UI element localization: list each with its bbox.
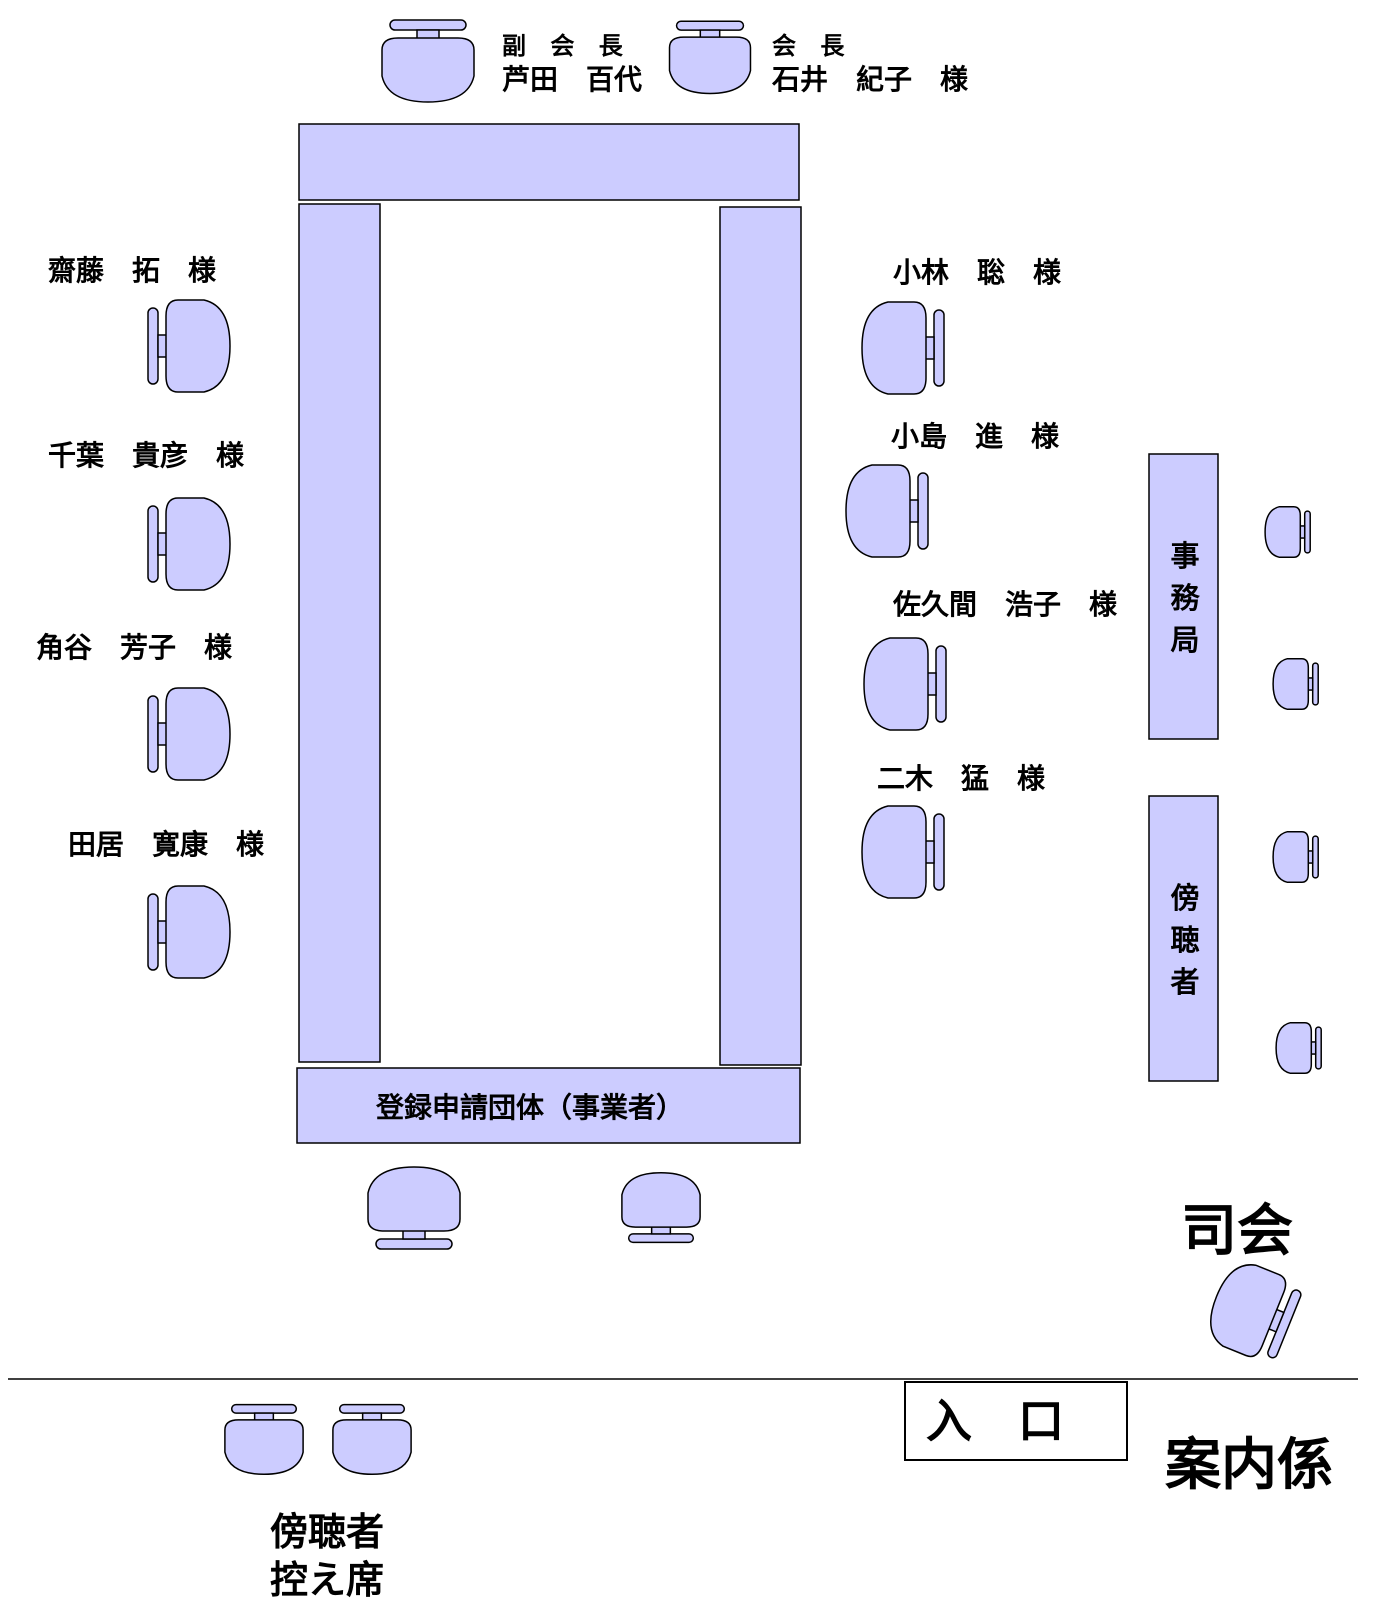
vice-chair-name: 芦田 百代 <box>502 63 643 96</box>
chair-bottom-1 <box>367 1166 461 1250</box>
right-seat-label-2: 小島 進 様 <box>891 420 1060 453</box>
tables <box>296 123 1219 1144</box>
chair-seat <box>621 1171 701 1228</box>
chair-role: 会 長 <box>772 32 853 60</box>
chair-seat <box>165 885 231 979</box>
chair-back <box>338 1403 406 1414</box>
chair-seat <box>1275 1021 1313 1075</box>
chair-chair <box>668 20 752 95</box>
chair-left-1 <box>147 299 231 393</box>
chair-seat <box>224 1419 304 1476</box>
chair-staff-2 <box>1272 657 1319 711</box>
guide-label: 案内係 <box>1165 1433 1333 1498</box>
bottom-table <box>296 1067 801 1144</box>
chair-back <box>375 1238 453 1250</box>
chair-back <box>1314 1026 1322 1070</box>
chair-right-1 <box>861 301 945 395</box>
left-seat-label-4: 田居 寛康 様 <box>68 828 265 861</box>
chair-vice-chair <box>381 19 475 103</box>
chair-seat <box>165 687 231 781</box>
right-seat-label-4: 二木 猛 様 <box>877 762 1046 795</box>
chair-seat <box>332 1419 412 1476</box>
chair-right-4 <box>861 805 945 899</box>
chair-waiting-2 <box>332 1403 412 1476</box>
chair-seat <box>863 637 929 731</box>
chair-back <box>675 20 745 31</box>
chair-back <box>147 505 159 583</box>
chair-back <box>627 1233 695 1244</box>
chair-seat <box>1264 505 1302 559</box>
vice-chair-role: 副 会 長 <box>502 32 631 60</box>
bottom-table-label: 登録申請団体（事業者） <box>376 1091 685 1124</box>
head-table <box>298 123 800 201</box>
chair-back <box>147 307 159 385</box>
secretariat-label: 事 務 局 <box>1170 539 1200 657</box>
right-seat-label-3: 佐久間 浩子 様 <box>893 588 1118 621</box>
left-seat-label-2: 千葉 貴彦 様 <box>48 439 245 472</box>
right-table <box>719 206 802 1066</box>
chair-staff-1 <box>1264 505 1311 559</box>
chair-staff-4 <box>1275 1021 1322 1075</box>
chair-waiting-1 <box>224 1403 304 1476</box>
chair-seat <box>367 1166 461 1232</box>
chair-back <box>1303 510 1311 554</box>
chair-right-3 <box>863 637 947 731</box>
chair-back <box>389 19 467 31</box>
waiting-seats-label: 傍聴者 控え席 <box>269 1510 384 1602</box>
chair-back <box>147 695 159 773</box>
chair-staff-3 <box>1272 830 1319 884</box>
audience-label: 傍 聴 者 <box>1170 881 1200 999</box>
entrance-box <box>904 1381 1128 1461</box>
chair-left-3 <box>147 687 231 781</box>
chair-seat <box>861 805 927 899</box>
chair-back <box>933 309 945 387</box>
entrance-label: 入口 <box>926 1394 1110 1448</box>
chair-back <box>1311 835 1319 879</box>
left-seat-label-3: 角谷 芳子 様 <box>36 631 233 664</box>
chair-back <box>230 1403 298 1414</box>
chair-bottom-2 <box>621 1171 701 1244</box>
chair-name: 石井 紀子 様 <box>772 63 969 96</box>
chair-seat <box>861 301 927 395</box>
moderator-label: 司会 <box>1181 1199 1293 1264</box>
chair-seat <box>1272 830 1310 884</box>
chair-seat <box>845 464 911 558</box>
chair-back <box>1311 662 1319 706</box>
chair-moderator <box>1210 1264 1302 1359</box>
chair-back <box>933 813 945 891</box>
chair-back <box>935 645 947 723</box>
chair-left-4 <box>147 885 231 979</box>
right-seat-label-1: 小林 聡 様 <box>893 256 1062 289</box>
left-seat-label-1: 齋藤 拓 様 <box>48 254 217 287</box>
chairs <box>147 19 1322 1476</box>
chair-right-2 <box>845 464 929 558</box>
chair-seat <box>381 37 475 103</box>
chair-seat <box>1272 657 1310 711</box>
chair-seat <box>668 36 752 95</box>
audience-table <box>1148 795 1219 1082</box>
chair-back <box>917 472 929 550</box>
chair-back <box>147 893 159 971</box>
chair-seat <box>1210 1264 1287 1358</box>
chair-seat <box>165 497 231 591</box>
chair-left-2 <box>147 497 231 591</box>
secretariat-table <box>1148 453 1219 740</box>
chair-seat <box>165 299 231 393</box>
left-table <box>298 203 381 1063</box>
